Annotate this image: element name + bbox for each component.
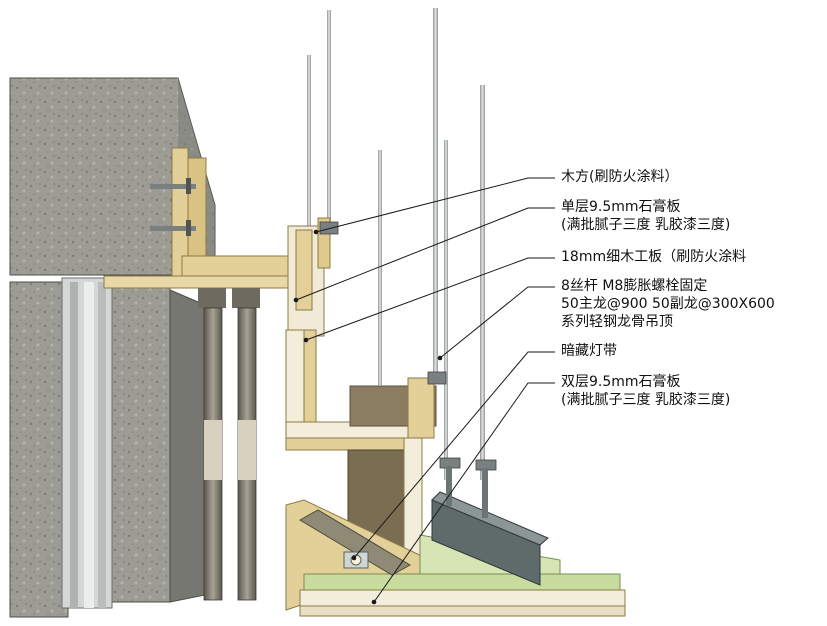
leader-lines xyxy=(295,177,555,603)
steel-keel xyxy=(431,466,549,586)
callout-wood-block: 木方(刷防火涂料） xyxy=(561,168,678,186)
leader-dots xyxy=(293,229,443,605)
upper-soffit-box xyxy=(285,217,331,441)
callout-steel-keel-line-3: 系列轻钢龙骨吊顶 xyxy=(561,314,673,330)
led-strip-channel xyxy=(298,509,412,576)
callout-wood-block-line-1: 木方(刷防火涂料） xyxy=(561,169,679,185)
leader-double-gypsum xyxy=(373,382,555,603)
curtain-rods xyxy=(198,288,260,601)
leader-plywood xyxy=(305,257,555,341)
callout-steel-keel-line-1: 8丝杆 M8膨胀螺栓固定 xyxy=(561,278,708,294)
callout-plywood: 18mm细木工板（刷防火涂料 xyxy=(561,248,746,266)
anchor-bolts xyxy=(150,178,196,236)
callout-led-strip-line-1: 暗藏灯带 xyxy=(561,343,617,359)
rod-brackets xyxy=(319,221,497,471)
callout-double-gypsum-line-1: 双层9.5mm石膏板 xyxy=(561,374,681,390)
leader-led-strip xyxy=(353,351,555,559)
leader-single-gypsum xyxy=(295,207,555,301)
callout-double-gypsum-line-2: (满批腻子三度 乳胶漆三度) xyxy=(561,392,731,408)
curtain-track xyxy=(61,277,113,609)
threaded-rods xyxy=(307,8,485,480)
leader-steel-keel xyxy=(439,286,555,359)
callout-single-gypsum-line-1: 单层9.5mm石膏板 xyxy=(561,199,681,215)
callout-steel-keel: 8丝杆 M8膨胀螺栓固定 50主龙@900 50副龙@300X600 系列轻钢龙… xyxy=(561,277,775,331)
callout-plywood-line-1: 18mm细木工板（刷防火涂料 xyxy=(561,249,747,265)
concrete-wall xyxy=(9,281,206,618)
callout-double-gypsum: 双层9.5mm石膏板 (满批腻子三度 乳胶漆三度) xyxy=(561,373,730,409)
callout-led-strip: 暗藏灯带 xyxy=(561,342,617,360)
leader-wood-block xyxy=(315,177,555,233)
callout-single-gypsum: 单层9.5mm石膏板 (满批腻子三度 乳胶漆三度) xyxy=(561,198,730,234)
callout-steel-keel-line-2: 50主龙@900 50副龙@300X600 xyxy=(561,296,775,312)
callout-single-gypsum-line-2: (满批腻子三度 乳胶漆三度) xyxy=(561,217,731,233)
